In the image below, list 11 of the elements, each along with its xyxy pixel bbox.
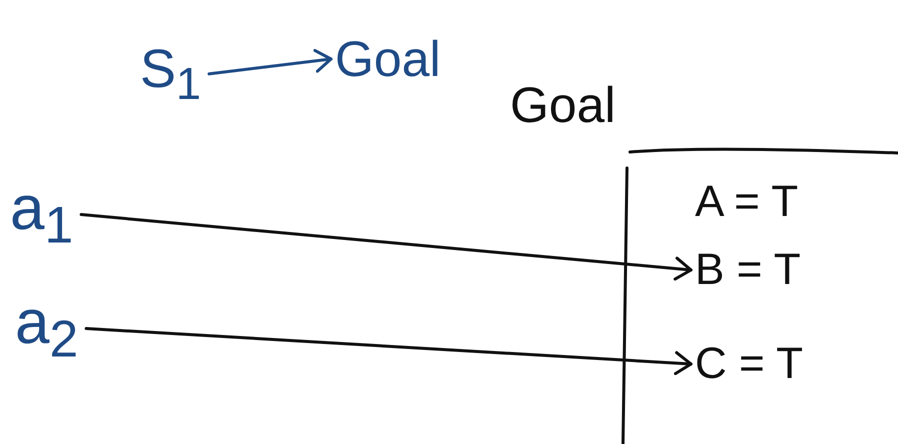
handwritten-label: A = T	[695, 180, 798, 224]
arrow	[208, 48, 332, 76]
arrow	[80, 213, 692, 281]
panel-heading: Goal	[510, 80, 616, 130]
handwritten-label: C = T	[695, 342, 804, 386]
handwritten-label: a$_{1}$	[10, 178, 74, 252]
arrow	[84, 327, 692, 376]
handwritten-label: Goal	[335, 34, 441, 84]
handwritten-label: S$_{1}$	[140, 42, 202, 106]
handwritten-label: B = T	[695, 248, 801, 292]
handwritten-label: a$_{2}$	[15, 292, 78, 366]
